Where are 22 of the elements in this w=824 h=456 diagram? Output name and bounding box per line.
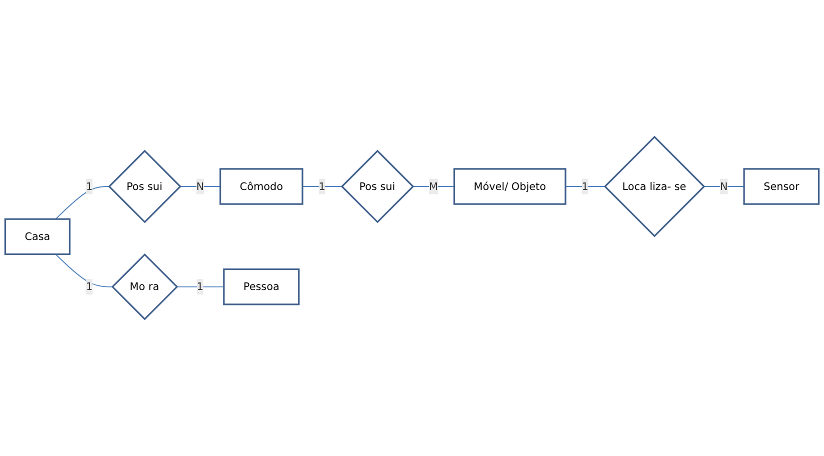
connector [302,186,342,187]
node-box: Cômodo [219,168,304,205]
node-box: Móvel/ Objeto [453,168,566,205]
edge-label: 1 [196,280,204,293]
edge-label: N [196,180,204,192]
edge-label: 1 [86,180,93,192]
node-diamond: Mo ra [111,253,178,320]
connector [55,254,113,288]
connector [176,286,224,288]
edge-label: 1 [86,280,93,293]
node-box: Sensor [743,168,820,205]
edge-label: 1 [582,180,588,192]
edge-label: N [720,180,728,192]
node-diamond: Pos sui [108,150,182,224]
node-box: Pessoa [223,268,300,306]
node-diamond: Pos sui [340,150,414,224]
connector [55,186,110,220]
edge-label: M [428,180,438,192]
connector [565,186,606,187]
node-diamond: Loca liza- se [604,136,706,238]
edge-label: 1 [318,180,326,192]
node-box: Casa [4,218,71,256]
